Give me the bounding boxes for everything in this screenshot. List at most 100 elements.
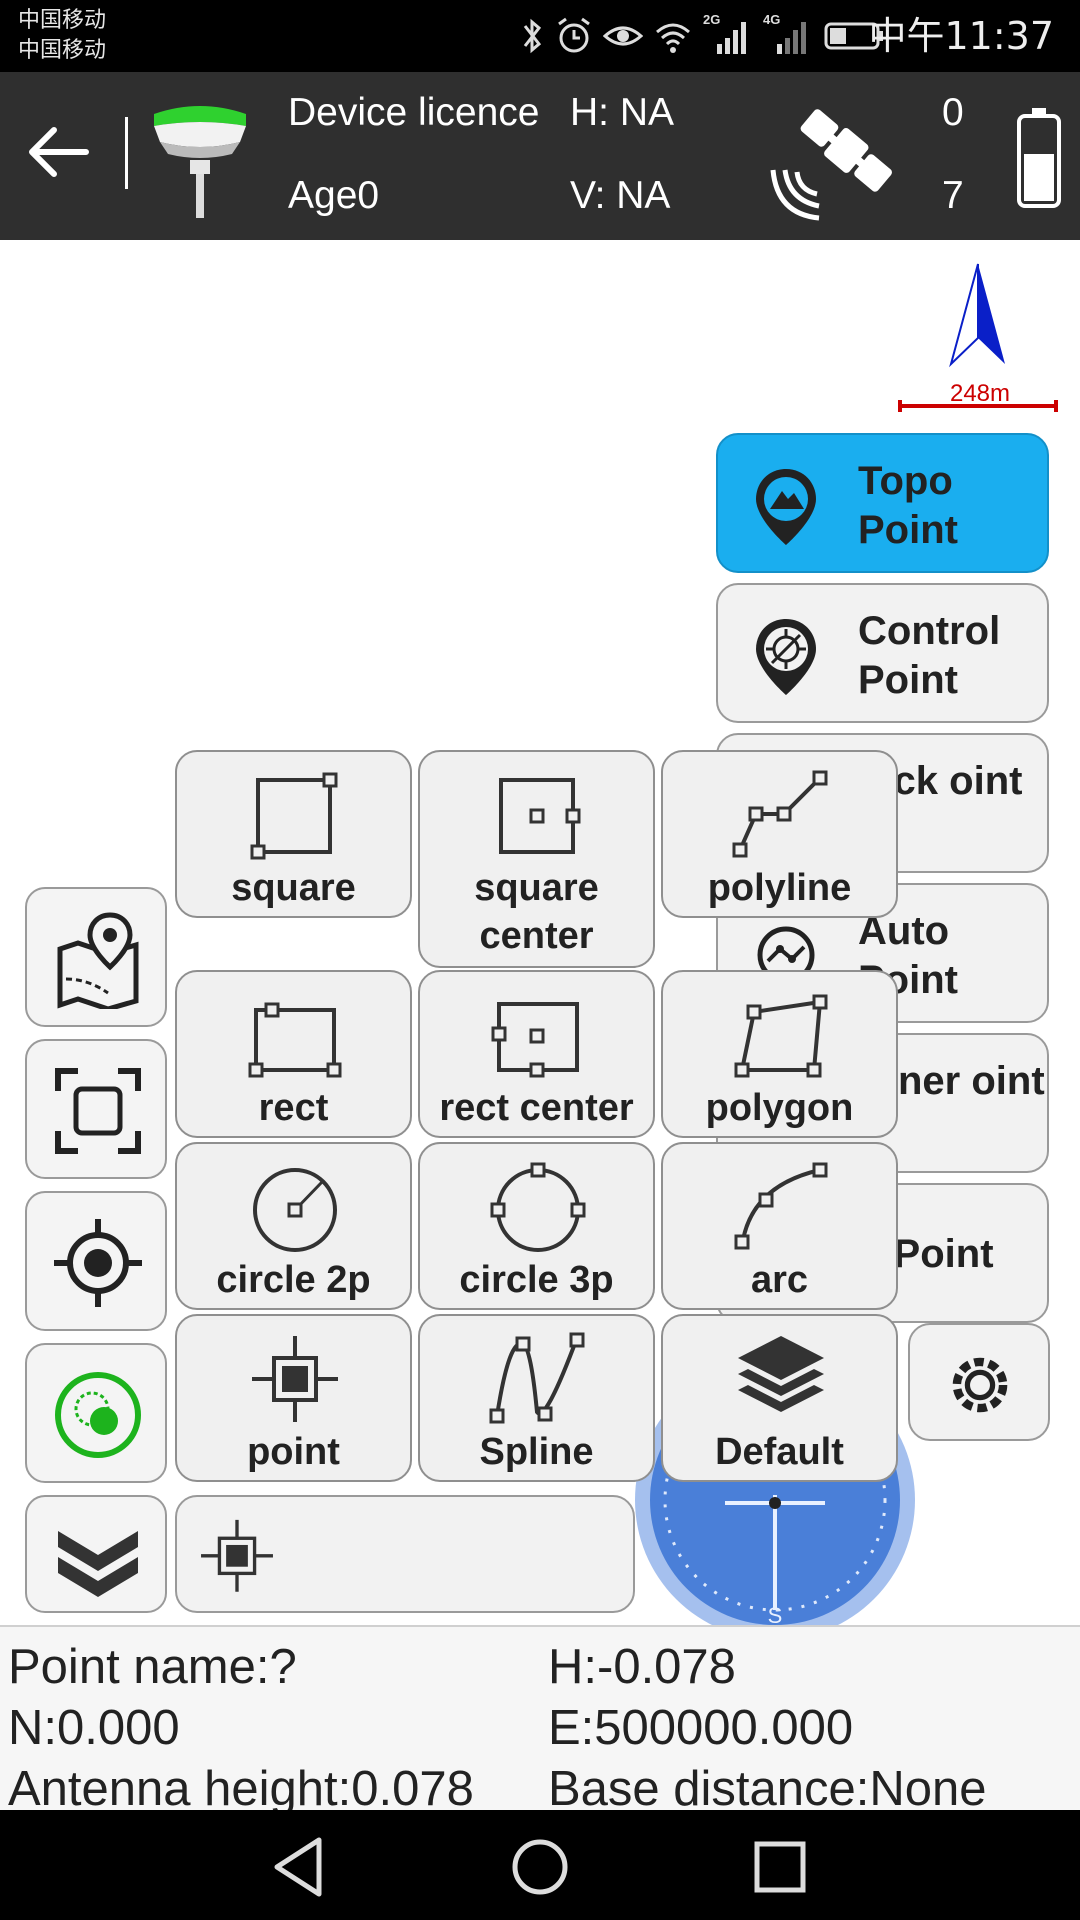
spline-icon	[489, 1332, 585, 1424]
shape-square-button[interactable]: square	[175, 750, 412, 918]
topo-point-icon	[756, 469, 816, 545]
layer-default-button[interactable]: Default	[661, 1314, 898, 1482]
spline-label: Spline	[479, 1431, 594, 1473]
collapse-icon	[58, 1531, 138, 1597]
shape-rect-button[interactable]: rect	[175, 970, 412, 1138]
shape-circle-3p-button[interactable]: circle 3p	[418, 1142, 655, 1310]
control-point-label: Control Point	[858, 609, 1001, 702]
circle-3p-icon	[490, 1162, 586, 1252]
rect-center-icon	[491, 1002, 579, 1078]
polyline-label: polyline	[707, 867, 852, 909]
locate-button[interactable]	[25, 1191, 167, 1331]
rect-label: rect	[258, 1087, 329, 1129]
clock: 中午11:37	[868, 14, 1054, 58]
status-icons: 2G 4G	[519, 12, 885, 58]
record-icon	[55, 1372, 141, 1458]
network-type-2g: 2G	[703, 12, 721, 27]
zoom-extent-button[interactable]	[25, 1039, 167, 1179]
gear-icon	[952, 1357, 1008, 1413]
header-divider	[125, 117, 128, 189]
square-label: square	[231, 867, 356, 909]
system-nav-bar	[0, 1810, 1080, 1920]
square-icon	[250, 772, 338, 860]
scale-label: 248m	[949, 380, 1011, 407]
polygon-icon	[734, 994, 828, 1078]
square-center-label: square center	[474, 867, 599, 957]
topo-point-button[interactable]: Topo Point	[716, 433, 1049, 573]
carrier-label-1: 中国移动	[18, 8, 107, 33]
topo-point-label: Topo Point	[858, 459, 958, 552]
point-name: Point name:?	[8, 1640, 297, 1694]
point-label: point	[247, 1431, 340, 1473]
settings-button[interactable]	[908, 1323, 1050, 1441]
record-track-button[interactable]	[25, 1343, 167, 1483]
back-icon[interactable]	[20, 112, 100, 192]
north-arrow-icon	[949, 263, 1005, 368]
carrier-label-2: 中国移动	[18, 38, 107, 63]
device-header: Device licence H: NA Age0 V: NA 0 7	[0, 72, 1080, 240]
v-precision: V: NA	[570, 174, 671, 217]
polygon-label: polygon	[705, 1087, 854, 1129]
shape-rect-center-button[interactable]: rect center	[418, 970, 655, 1138]
layers-icon	[738, 1336, 824, 1412]
alarm-icon	[558, 17, 590, 53]
arc-icon	[734, 1162, 828, 1250]
rect-icon	[248, 1002, 342, 1078]
circle-2p-label: circle 2p	[216, 1259, 371, 1301]
circle-2p-icon	[253, 1168, 337, 1252]
gnss-receiver-icon[interactable]	[148, 96, 252, 220]
satellite-icon[interactable]	[765, 92, 905, 222]
signal-4g: 4G	[763, 12, 813, 56]
zoom-extent-icon	[55, 1068, 141, 1154]
network-type-4g: 4G	[763, 12, 781, 27]
device-licence-label: Device licence	[288, 91, 540, 134]
control-point-button[interactable]: Control Point	[716, 583, 1049, 723]
shape-arc-button[interactable]: arc	[661, 1142, 898, 1310]
default-layer-label: Default	[715, 1431, 844, 1473]
svg-text:S: S	[768, 1603, 783, 1628]
status-bar: 中国移动 中国移动 2G 4G 中午11:37	[0, 0, 1080, 72]
scale-bar	[898, 400, 1058, 412]
point-icon	[252, 1336, 338, 1422]
phone-battery-icon	[824, 22, 883, 50]
shape-polygon-button[interactable]: polygon	[661, 970, 898, 1138]
signal-bars-icon	[777, 22, 806, 54]
northing-value: N:0.000	[8, 1701, 180, 1755]
nav-back-icon[interactable]	[265, 1832, 335, 1902]
point-entry-bar[interactable]	[175, 1495, 635, 1613]
satellites-visible: 7	[942, 174, 964, 217]
carrier-labels: 中国移动 中国移动	[18, 6, 106, 66]
point-icon	[201, 1519, 273, 1592]
antenna-height-value: Antenna height:0.078	[8, 1762, 474, 1816]
arc-label: arc	[750, 1259, 809, 1301]
height-value: H:-0.078	[548, 1640, 736, 1694]
satellites-used: 0	[942, 91, 964, 134]
map-canvas[interactable]: 248m S Topo Point Control Point uick o	[0, 240, 1080, 1640]
easting-value: E:500000.000	[548, 1701, 854, 1755]
shape-circle-2p-button[interactable]: circle 2p	[175, 1142, 412, 1310]
signal-bars-icon	[717, 22, 746, 54]
shape-square-center-button[interactable]: square center	[418, 750, 655, 968]
base-distance-value: Base distance:None	[548, 1762, 987, 1816]
nav-recents-icon[interactable]	[745, 1832, 815, 1902]
wifi-icon	[656, 23, 690, 53]
shape-spline-button[interactable]: Spline	[418, 1314, 655, 1482]
map-pin-icon	[57, 912, 139, 1009]
nav-home-icon[interactable]	[505, 1832, 575, 1902]
bluetooth-icon	[523, 18, 542, 54]
shape-point-button[interactable]: point	[175, 1314, 412, 1482]
age-label: Age0	[288, 174, 380, 217]
collapse-button[interactable]	[25, 1495, 167, 1613]
square-center-icon	[499, 778, 581, 854]
receiver-battery-icon	[1017, 108, 1061, 208]
eye-icon	[603, 26, 643, 46]
polyline-icon	[732, 770, 828, 858]
control-point-icon	[756, 619, 816, 695]
h-precision: H: NA	[570, 91, 675, 134]
rect-center-label: rect center	[439, 1087, 634, 1129]
map-layers-button[interactable]	[25, 887, 167, 1027]
circle-3p-label: circle 3p	[459, 1259, 614, 1301]
locate-icon	[54, 1219, 142, 1307]
shape-polyline-button[interactable]: polyline	[661, 750, 898, 918]
signal-2g: 2G	[703, 12, 753, 56]
